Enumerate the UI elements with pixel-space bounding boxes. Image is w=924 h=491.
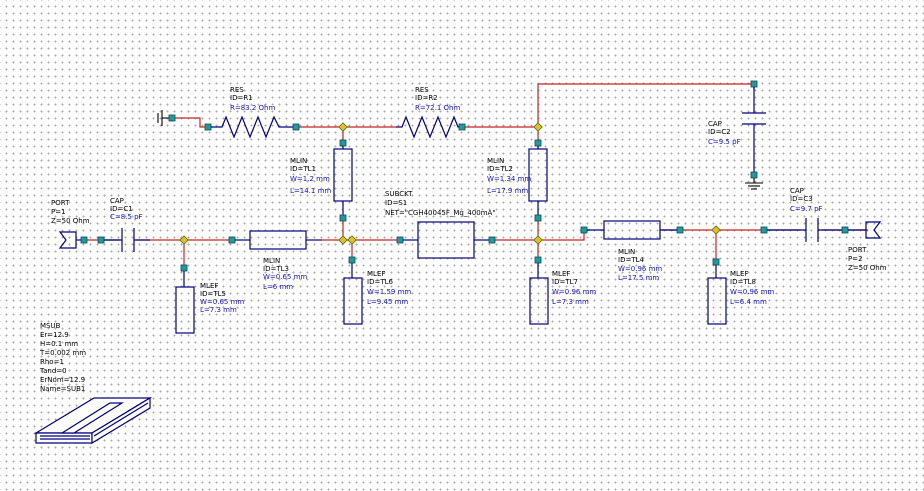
tl4-label-1: ID=TL4 bbox=[618, 256, 644, 264]
tl8-param-1: L=6.4 mm bbox=[730, 298, 767, 306]
port1-label-2: Z=50 Ohm bbox=[51, 217, 90, 225]
port-2[interactable]: PORT P=2 Z=50 Ohm bbox=[848, 221, 887, 272]
tl4-param-0: W=0.96 mm bbox=[618, 265, 662, 273]
capacitor-c2[interactable]: CAP ID=C2 C=9.5 pF bbox=[708, 80, 766, 179]
line-tl1[interactable]: MLIN ID=TL1 W=1.2 mm L=14.1 mm bbox=[290, 139, 353, 222]
substrate-msub[interactable]: MSUB Er=12.9 H=0.1 mm T=0.002 mm Rho=1 T… bbox=[33, 322, 153, 445]
tl2-param-1: L=17.9 mm bbox=[487, 187, 528, 195]
tl8-label-1: ID=TL8 bbox=[730, 278, 756, 286]
tl5-param-1: L=7.3 mm bbox=[200, 306, 237, 314]
stub-tl7[interactable]: MLEF ID=TL7 W=0.96 mm L=7.3 mm bbox=[529, 256, 596, 325]
c3-label-0: CAP bbox=[790, 187, 804, 195]
tl5-param-0: W=0.65 mm bbox=[200, 298, 244, 306]
tl1-label-1: ID=TL1 bbox=[290, 165, 316, 173]
tl8-label-0: MLEF bbox=[730, 270, 748, 278]
c2-label-1: ID=C2 bbox=[708, 128, 731, 136]
ground-left[interactable] bbox=[157, 110, 176, 126]
tl6-param-0: W=1.59 mm bbox=[367, 288, 411, 296]
msub-line-3: T=0.002 mm bbox=[39, 349, 86, 357]
tl5-label-0: MLEF bbox=[200, 282, 218, 290]
msub-line-2: H=0.1 mm bbox=[40, 340, 78, 348]
tl2-label-0: MLIN bbox=[487, 157, 504, 165]
tl5-label-1: ID=TL5 bbox=[200, 290, 226, 298]
tl7-label-0: MLEF bbox=[552, 270, 570, 278]
line-tl3[interactable]: MLIN ID=TL3 W=0.65 mm L=6 mm bbox=[228, 230, 322, 291]
tl4-param-1: L=17.5 mm bbox=[618, 274, 659, 282]
c2-param-0: C=9.5 pF bbox=[708, 138, 741, 146]
capacitor-c3[interactable]: CAP ID=C3 C=9.7 pF bbox=[760, 187, 849, 242]
port-1[interactable]: PORT P=1 Z=50 Ohm bbox=[51, 199, 90, 249]
stub-tl5[interactable]: MLEF ID=TL5 W=0.65 mm L=7.3 mm bbox=[175, 264, 244, 334]
port2-label-2: Z=50 Ohm bbox=[848, 264, 887, 272]
c3-label-1: ID=C3 bbox=[790, 195, 813, 203]
tl8-param-0: W=0.96 mm bbox=[730, 288, 774, 296]
tl1-param-1: L=14.1 mm bbox=[290, 187, 331, 195]
tl7-label-1: ID=TL7 bbox=[552, 278, 578, 286]
s1-label-0: SUBCKT bbox=[385, 190, 413, 198]
tl3-param-1: L=6 mm bbox=[263, 283, 293, 291]
line-tl4[interactable]: MLIN ID=TL4 W=0.96 mm L=17.5 mm bbox=[580, 220, 684, 282]
tl1-label-0: MLIN bbox=[290, 157, 307, 165]
tl2-label-1: ID=TL2 bbox=[487, 165, 513, 173]
s1-label-1: ID=S1 bbox=[385, 199, 407, 207]
msub-line-1: Er=12.9 bbox=[40, 331, 69, 339]
port1-label-1: P=1 bbox=[51, 208, 66, 216]
r2-label-0: RES bbox=[415, 86, 429, 94]
port1-label-0: PORT bbox=[51, 199, 70, 207]
c3-param-0: C=9.7 pF bbox=[790, 205, 823, 213]
subcircuit-s1[interactable]: SUBCKT ID=S1 NET="CGH40045F_Mq_400mA" bbox=[385, 190, 496, 259]
c2-label-0: CAP bbox=[708, 120, 722, 128]
resistor-r1[interactable]: RES ID=R1 R=83.2 Ohm bbox=[204, 86, 300, 139]
tl3-label-1: ID=TL3 bbox=[263, 265, 289, 273]
tl6-label-1: ID=TL6 bbox=[367, 278, 393, 286]
port2-label-1: P=2 bbox=[848, 255, 863, 263]
msub-line-4: Rho=1 bbox=[40, 358, 64, 366]
stub-tl6[interactable]: MLEF ID=TL6 W=1.59 mm L=9.45 mm bbox=[343, 256, 411, 325]
ground-right[interactable] bbox=[745, 178, 763, 190]
tl6-label-0: MLEF bbox=[367, 270, 385, 278]
r2-label-1: ID=R2 bbox=[415, 94, 438, 102]
r1-param-0: R=83.2 Ohm bbox=[230, 104, 275, 112]
r1-label-1: ID=R1 bbox=[230, 94, 253, 102]
tl2-param-0: W=1.34 mm bbox=[487, 175, 531, 183]
tl3-label-0: MLIN bbox=[263, 257, 280, 265]
port2-label-0: PORT bbox=[848, 246, 867, 254]
msub-line-6: ErNom=12.9 bbox=[40, 376, 85, 384]
tl6-param-1: L=9.45 mm bbox=[367, 298, 408, 306]
junctions bbox=[179, 122, 721, 245]
line-tl2[interactable]: MLIN ID=TL2 W=1.34 mm L=17.9 mm bbox=[487, 139, 548, 222]
tl7-param-0: W=0.96 mm bbox=[552, 288, 596, 296]
r2-param-0: R=72.1 Ohm bbox=[415, 104, 460, 112]
wire-gnd-r1 bbox=[172, 117, 208, 128]
tl7-param-1: L=7.3 mm bbox=[552, 298, 589, 306]
substrate-icon bbox=[33, 396, 153, 445]
msub-line-7: Name=SUB1 bbox=[40, 385, 85, 393]
tl1-param-0: W=1.2 mm bbox=[290, 175, 330, 183]
c1-param-0: C=8.5 pF bbox=[110, 213, 143, 221]
tl3-param-0: W=0.65 mm bbox=[263, 273, 307, 281]
capacitor-c1[interactable]: CAP ID=C1 C=8.5 pF bbox=[97, 197, 150, 252]
c1-label-1: ID=C1 bbox=[110, 205, 133, 213]
resistor-r2[interactable]: RES ID=R2 R=72.1 Ohm bbox=[396, 86, 466, 139]
stub-tl8[interactable]: MLEF ID=TL8 W=0.96 mm L=6.4 mm bbox=[707, 258, 774, 325]
msub-line-5: Tand=0 bbox=[39, 367, 67, 375]
msub-line-0: MSUB bbox=[40, 322, 61, 330]
r1-label-0: RES bbox=[230, 86, 244, 94]
s1-label-2: NET="CGH40045F_Mq_400mA" bbox=[385, 209, 496, 217]
c1-label-0: CAP bbox=[110, 197, 124, 205]
tl4-label-0: MLIN bbox=[618, 248, 635, 256]
